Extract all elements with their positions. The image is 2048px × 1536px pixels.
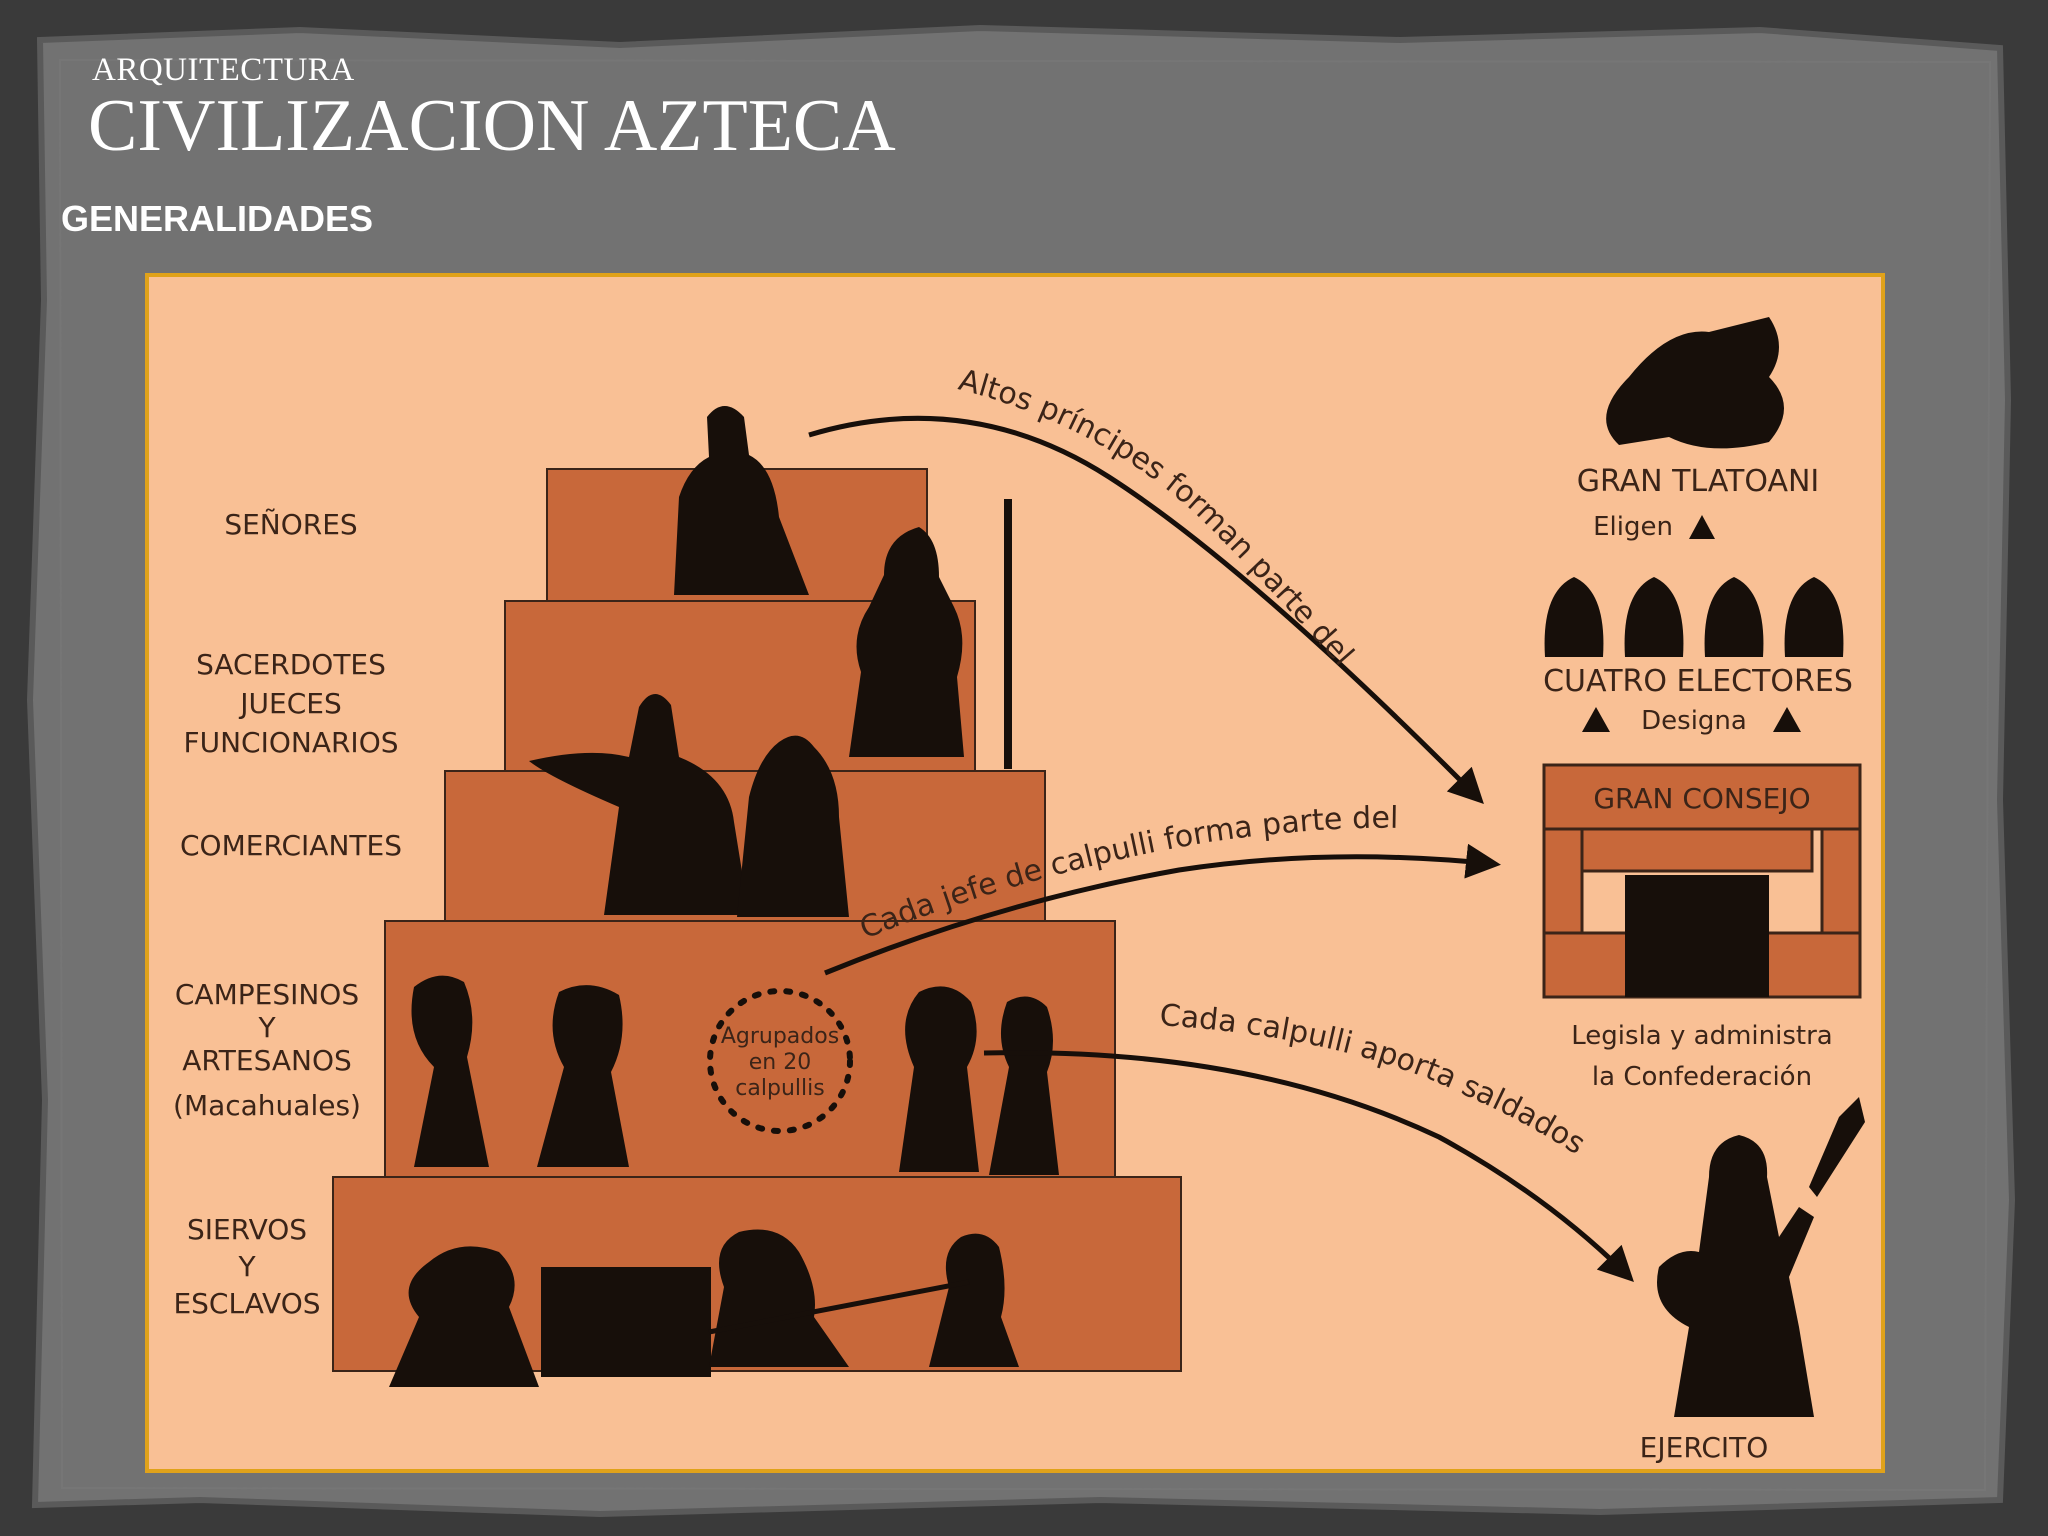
level-label-comerciantes: COMERCIANTES: [180, 829, 402, 862]
label-altos-principes: Altos príncipes forman parte del: [955, 363, 1360, 673]
elector-figure-2: [1624, 577, 1684, 657]
calpulli-circle-line-3: calpullis: [735, 1076, 824, 1101]
social-structure-diagram: Agrupados en 20 calpullis SEÑORES SACERD…: [173, 317, 1865, 1464]
level-label-y: Y: [257, 1011, 276, 1044]
gran-consejo-building: [1542, 763, 1862, 999]
figure-silhouettes: [389, 317, 1865, 1417]
calpulli-circle-line-2: en 20: [749, 1050, 811, 1075]
section-heading: GENERALIDADES: [61, 198, 374, 239]
cuatro-electores-label: CUATRO ELECTORES: [1543, 664, 1853, 699]
calpulli-circle-line-1: Agrupados: [721, 1024, 839, 1049]
stone-block: [541, 1267, 711, 1377]
staff-icon: [1004, 499, 1012, 769]
level-label-funcionarios: FUNCIONARIOS: [183, 726, 398, 759]
gran-tlatoani-figure: [1606, 317, 1784, 449]
level-label-macahuales: (Macahuales): [173, 1089, 361, 1122]
legisla-line-1: Legisla y administra: [1571, 1021, 1832, 1051]
slave-figure-3: [929, 1233, 1019, 1367]
arrow-up-icon-2: [1582, 707, 1610, 732]
slave-figure-2: [709, 1229, 849, 1367]
arrow-up-icon-3: [1773, 707, 1801, 732]
arrow-jefe-calpulli: [824, 843, 1501, 976]
pyramid-step-4: [384, 920, 1116, 1178]
artisan-figure: [537, 985, 629, 1167]
merchant-figure: [529, 693, 749, 915]
elector-figure-1: [1544, 577, 1604, 657]
diagram-panel: Agrupados en 20 calpullis SEÑORES SACERD…: [145, 273, 1885, 1473]
level-label-y-2: Y: [237, 1250, 256, 1283]
elector-figure-3: [1704, 577, 1764, 657]
slide-title: CIVILIZACION AZTECA: [88, 85, 896, 167]
label-calpulli-aporta: Cada calpulli aporta saldados: [1159, 998, 1592, 1162]
macuahuitl-icon: [1809, 1097, 1865, 1197]
standing-official-figure: [849, 527, 964, 757]
slave-figure: [389, 1246, 539, 1387]
level-label-siervos: SIERVOS: [187, 1213, 307, 1246]
slide-subtitle: ARQUITECTURA: [92, 52, 355, 88]
legisla-line-2: la Confederación: [1592, 1062, 1812, 1092]
ejercito-warrior-figure: [1657, 1135, 1814, 1417]
level-label-esclavos: ESCLAVOS: [173, 1287, 320, 1320]
level-label-campesinos: CAMPESINOS: [175, 978, 359, 1011]
gran-tlatoani-label: GRAN TLATOANI: [1577, 464, 1820, 499]
level-label-sacerdotes: SACERDOTES: [196, 648, 386, 681]
merchant-figure-2: [737, 735, 849, 917]
farmer-figure: [411, 975, 489, 1167]
arrow-calpulli-aporta: [983, 1050, 1634, 1282]
farmer-figure-2: [899, 986, 979, 1172]
calpulli-circle: [707, 988, 853, 1134]
farmer-figure-3: [989, 996, 1059, 1175]
arrow-altos-principes: [808, 415, 1484, 804]
rope: [708, 1279, 970, 1335]
gran-consejo-label: GRAN CONSEJO: [1593, 782, 1810, 815]
elector-figure-4: [1784, 577, 1844, 657]
eligen-label: Eligen: [1593, 512, 1673, 542]
level-label-artesanos: ARTESANOS: [182, 1044, 352, 1077]
level-label-jueces: JUECES: [238, 687, 341, 720]
pyramid-labels: SEÑORES SACERDOTES JUECES FUNCIONARIOS C…: [173, 508, 402, 1320]
designa-label: Designa: [1641, 706, 1747, 736]
arrow-up-icon: [1689, 515, 1715, 539]
ejercito-label: EJERCITO: [1640, 1431, 1769, 1464]
seated-lord-figure: [674, 406, 809, 595]
level-label-senores: SEÑORES: [224, 508, 357, 541]
